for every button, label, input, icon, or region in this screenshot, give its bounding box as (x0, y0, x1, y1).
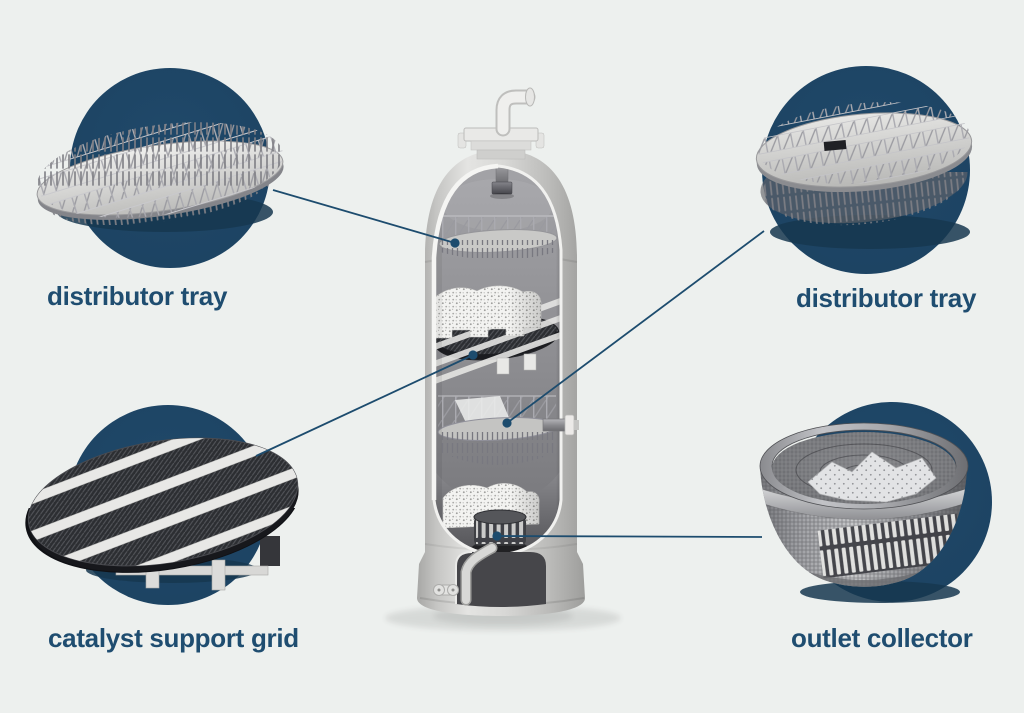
connector-line-bottom-right (496, 535, 763, 538)
connector-dot-support-grid (468, 350, 478, 360)
reactor-vessel-cutaway (417, 87, 585, 616)
vessel-top-distributor-tray (438, 215, 558, 260)
connector-lines (255, 189, 765, 538)
connector-dot-collector (492, 531, 502, 541)
callout-label-distributor-tray-top: distributor tray (47, 281, 228, 311)
connector-line-bottom-left (255, 354, 474, 457)
vessel-outlet-pipe (460, 542, 498, 606)
distributor-tray-icon-top-left (30, 108, 290, 232)
vessel-side-nozzle (542, 414, 579, 436)
vessel-foot-cleat (433, 584, 459, 596)
connector-dot-top-tray (450, 238, 460, 248)
connector-dots (450, 238, 512, 541)
inlet-pipe-internal (490, 166, 514, 199)
inlet-elbow-pipe (495, 87, 536, 137)
connector-dot-mid-tray (502, 418, 512, 428)
vessel-cutaway-interior (434, 166, 561, 555)
callout-label-outlet-collector: outlet collector (791, 623, 973, 653)
callout-label-distributor-tray-mid: distributor tray (796, 283, 977, 313)
connector-line-top-left (272, 189, 456, 244)
callout-label-catalyst-support-grid: catalyst support grid (48, 623, 299, 653)
vessel-mid-distributor-tray (437, 395, 559, 465)
connector-line-top-right (506, 230, 765, 424)
vessel-upper-catalyst-bed (434, 285, 542, 339)
catalyst-support-grid-icon (19, 420, 307, 591)
vessel-skirt-opening (455, 551, 546, 607)
